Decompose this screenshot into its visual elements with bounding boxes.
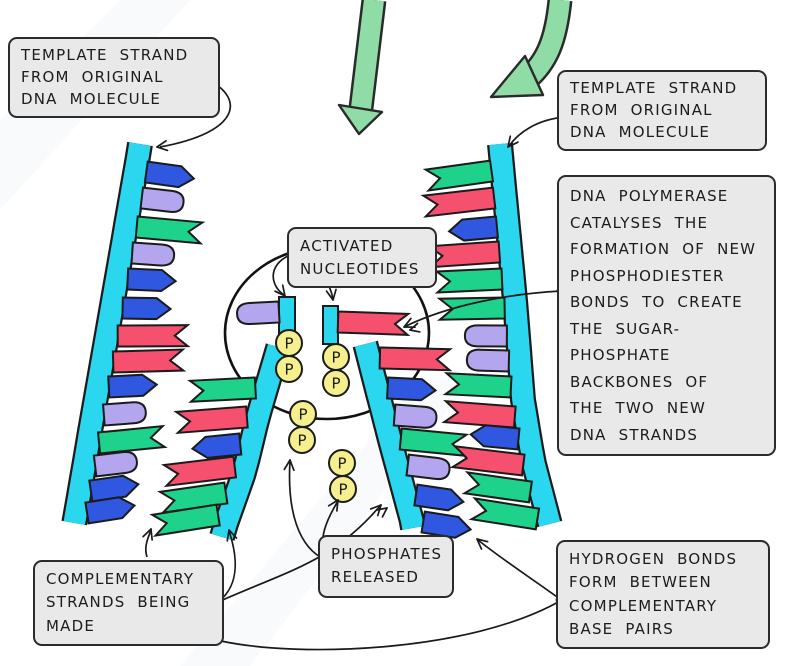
red-base — [449, 444, 526, 477]
replication-direction-arrows — [337, 0, 573, 136]
red-base — [420, 186, 497, 218]
blue-base — [88, 474, 141, 503]
right-template-backbone — [487, 142, 563, 528]
label-template-strand-left: TEMPLATE STRAND FROM ORIGINAL DNA MOLECU… — [8, 37, 220, 119]
blue-base — [386, 376, 438, 402]
left-new-bases — [149, 376, 257, 537]
green-base — [398, 427, 470, 457]
blue-base — [84, 496, 137, 525]
lavender-base — [465, 348, 511, 373]
label-hydrogen-bonds: HYDROGEN BONDS FORM BETWEEN COMPLEMENTAR… — [556, 540, 770, 649]
incoming-nucleotide-sugar — [322, 305, 339, 345]
svg-text:P: P — [284, 360, 293, 378]
lavender-base — [139, 186, 185, 213]
green-base — [187, 376, 257, 403]
green-base — [436, 296, 506, 321]
svg-text:P: P — [338, 480, 347, 498]
left-template-bases — [84, 160, 206, 525]
phosphate-icon: P — [328, 449, 356, 477]
lavender-base — [405, 453, 451, 481]
phosphate-icon: P — [322, 369, 350, 397]
blue-base — [107, 373, 159, 399]
label-dna-polymerase: DNA POLYMERASE CATALYSES THE FORMATION O… — [557, 175, 776, 457]
svg-text:P: P — [337, 454, 346, 472]
blue-base — [469, 424, 521, 451]
right-new-bases — [378, 346, 473, 539]
svg-text:P: P — [331, 348, 340, 366]
green-base — [149, 503, 221, 537]
label-activated-nucleotides: ACTIVATED NUCLEOTIDES — [287, 227, 437, 288]
left-template-backbone — [61, 141, 153, 526]
red-base — [111, 348, 187, 374]
green-base — [468, 497, 541, 531]
red-base — [161, 455, 238, 488]
blue-base — [143, 160, 196, 189]
red-base — [173, 405, 249, 435]
red-base — [116, 324, 191, 348]
label-complementary-strands: COMPLEMENTARY STRANDS BEING MADE — [33, 560, 224, 646]
green-base — [442, 372, 513, 399]
label-phosphates-released: PHOSPHATES RELEASED — [318, 535, 454, 598]
phosphate-icon: P — [275, 329, 303, 357]
sugar-phosphate-backbones — [61, 141, 563, 541]
blue-base — [126, 267, 178, 293]
red-base — [378, 346, 453, 372]
phosphate-icon: P — [275, 355, 303, 383]
blue-base — [190, 432, 243, 459]
lavender-base — [236, 300, 281, 326]
direction-arrow-left — [337, 0, 387, 136]
svg-text:P: P — [297, 431, 306, 449]
phosphate-icon: P — [289, 400, 317, 428]
blue-base — [121, 296, 173, 321]
label-template-strand-right: TEMPLATE STRAND FROM ORIGINAL DNA MOLECU… — [557, 70, 767, 152]
green-base — [461, 471, 533, 504]
green-base — [422, 159, 495, 192]
lavender-base — [102, 401, 147, 427]
lavender-base — [392, 403, 438, 429]
red-base — [425, 240, 502, 269]
phosphate-icon: P — [329, 475, 357, 503]
lavender-base — [463, 324, 508, 348]
green-base — [134, 215, 206, 245]
right-new-backbone — [352, 340, 426, 533]
green-base — [96, 424, 168, 455]
svg-text:P: P — [298, 405, 307, 423]
phosphate-icon: P — [322, 343, 350, 371]
direction-arrow-right — [489, 0, 573, 99]
lavender-base — [92, 450, 138, 478]
activated-nucleotides — [236, 296, 412, 345]
left-new-backbone — [209, 343, 291, 541]
blue-base — [413, 483, 466, 512]
blue-base — [447, 215, 499, 242]
red-base — [441, 399, 517, 429]
lavender-base — [130, 241, 176, 267]
nucleotide-bases — [84, 159, 541, 539]
green-base — [433, 267, 504, 294]
blue-base — [420, 510, 473, 539]
red-base — [336, 310, 412, 337]
right-template-bases — [420, 159, 541, 531]
phosphate-icon: P — [288, 426, 316, 454]
svg-text:P: P — [331, 374, 340, 392]
svg-text:P: P — [284, 334, 293, 352]
